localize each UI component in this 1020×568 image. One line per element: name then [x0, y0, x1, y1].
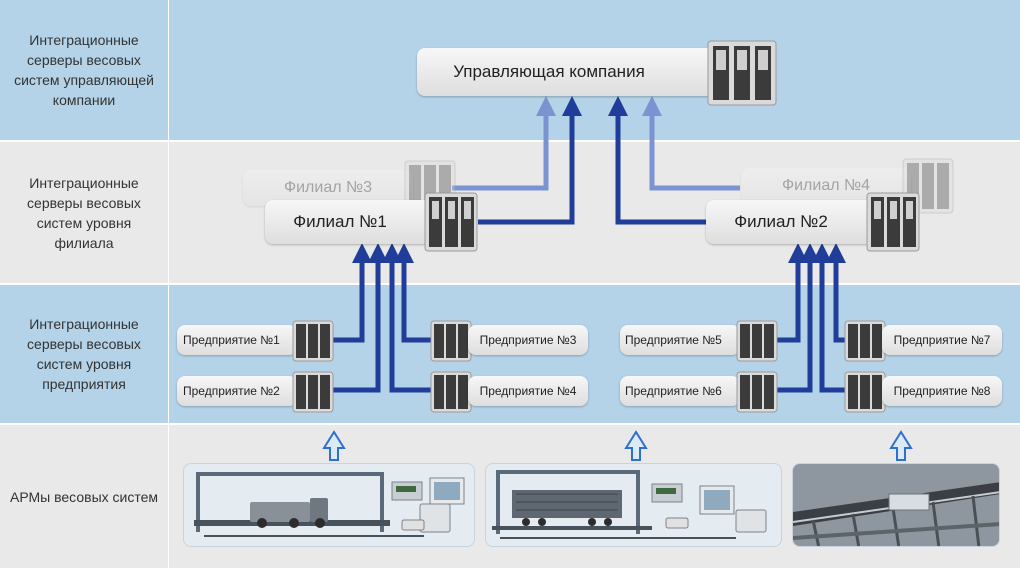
branch4-box: Филиал №4: [741, 168, 911, 204]
branch1-box: Филиал №1: [265, 200, 435, 244]
enterprise6-box: Предприятие №6: [620, 376, 740, 406]
railcar-scale-panel: [485, 463, 782, 547]
company-box: Управляющая компания: [417, 48, 717, 96]
arrow-ent4-branch1: [382, 243, 432, 393]
enterprise5-box: Предприятие №5: [620, 325, 740, 355]
branch1-label: Филиал №1: [293, 212, 387, 231]
enterprise4-label: Предприятие №4: [479, 384, 577, 398]
arrow-branch2-company: [608, 96, 706, 225]
branch3-label: Филиал №3: [283, 179, 373, 196]
arrow-branch4-company: [642, 96, 740, 191]
enterprise1-label: Предприятие №1: [183, 333, 280, 347]
server-rack-icon: [430, 371, 472, 413]
branch2-box: Филиал №2: [706, 200, 876, 244]
arrow-ent7-branch2: [826, 243, 846, 343]
enterprise7-label: Предприятие №7: [893, 333, 991, 347]
company-label: Управляющая компания: [453, 62, 645, 81]
row-label-branch: Интеграционные серверы весовых систем ур…: [0, 142, 168, 283]
up-arrow-railcar: [624, 430, 648, 461]
server-rack-icon: [292, 320, 334, 362]
enterprise1-box: Предприятие №1: [177, 325, 297, 355]
branch2-label: Филиал №2: [734, 212, 828, 231]
row-label-enterprise: Интеграционные серверы весовых систем ур…: [0, 285, 168, 423]
enterprise3-label: Предприятие №3: [479, 333, 577, 347]
arrow-ent5-branch2: [777, 243, 808, 343]
server-rack-icon: [844, 371, 886, 413]
server-rack-icon: [736, 320, 778, 362]
arrow-ent6-branch2: [777, 243, 820, 393]
server-rack-icon: [844, 320, 886, 362]
enterprise8-label: Предприятие №8: [893, 384, 991, 398]
enterprise2-box: Предприятие №2: [177, 376, 297, 406]
conveyor-scale-panel: [792, 463, 1000, 547]
enterprise8-box: Предприятие №8: [882, 376, 1002, 406]
row-label-text: Интеграционные серверы весовых систем ур…: [27, 174, 141, 251]
conveyor-scale-icon: [793, 464, 999, 546]
server-rack-icon: [866, 192, 920, 252]
enterprise2-label: Предприятие №2: [183, 384, 280, 398]
branch4-label: Филиал №4: [781, 177, 871, 194]
server-rack-icon: [424, 192, 478, 252]
enterprise5-label: Предприятие №5: [625, 333, 722, 347]
row-label-text: Интеграционные серверы весовых систем ур…: [27, 316, 141, 392]
arrow-branch1-company: [478, 96, 582, 225]
up-arrow-conveyor: [889, 430, 913, 461]
row-label-company: Интеграционные серверы весовых систем уп…: [0, 0, 168, 140]
row-label-text: Интеграционные серверы весовых систем уп…: [14, 32, 154, 108]
arrow-ent3-branch1: [394, 243, 432, 343]
server-rack-icon: [707, 40, 777, 106]
server-rack-icon: [736, 371, 778, 413]
enterprise3-box: Предприятие №3: [468, 325, 588, 355]
row-label-text: АРМы весовых систем: [9, 488, 159, 505]
arrow-branch3-company: [452, 96, 556, 191]
railcar-scale-icon: [492, 470, 767, 539]
row-label-workstations: АРМы весовых систем: [0, 425, 168, 568]
enterprise6-label: Предприятие №6: [625, 384, 722, 398]
enterprise4-box: Предприятие №4: [468, 376, 588, 406]
server-rack-icon: [292, 371, 334, 413]
arrow-ent2-branch1: [333, 243, 388, 393]
up-arrow-truck: [322, 430, 346, 461]
truck-scale-icon: [194, 472, 465, 537]
server-rack-icon: [430, 320, 472, 362]
arrow-ent8-branch2: [812, 243, 846, 393]
enterprise7-box: Предприятие №7: [882, 325, 1002, 355]
arrow-ent1-branch1: [333, 243, 372, 343]
truck-scale-panel: [183, 463, 475, 547]
